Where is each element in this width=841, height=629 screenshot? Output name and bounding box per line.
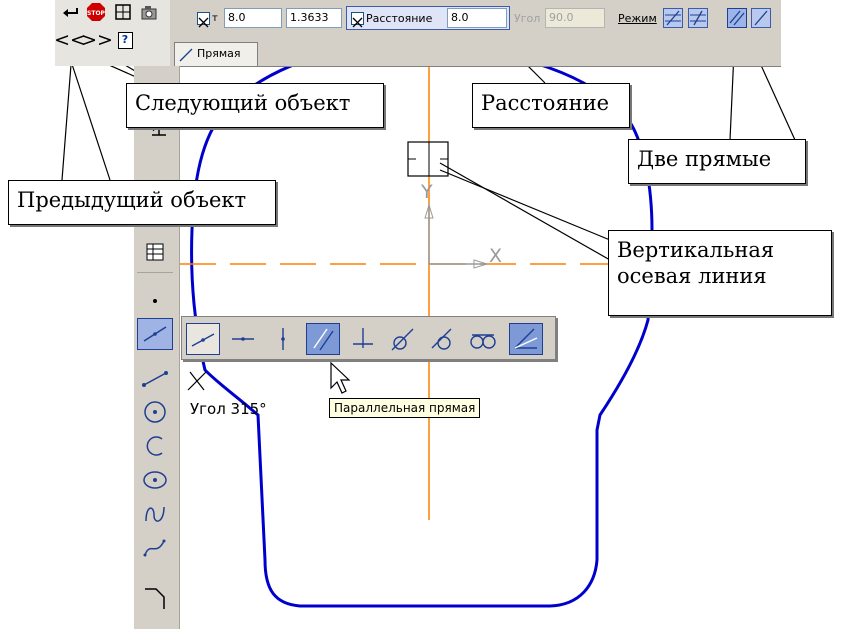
callout-vertical-axis: Вертикальная осевая линия (608, 230, 832, 316)
two-lines-button[interactable] (727, 8, 747, 28)
system-panel: STOP << >> ? (54, 0, 170, 66)
callout-distance: Расстояние (472, 83, 630, 128)
tangent-two-circles-icon[interactable] (466, 323, 500, 355)
y-axis-label: Y (420, 181, 433, 203)
line-sub-toolbar (181, 316, 556, 360)
callout-two-lines: Две прямые (628, 139, 806, 184)
circle-icon[interactable] (137, 396, 173, 428)
perpendicular-line-icon[interactable] (346, 323, 380, 355)
tab-line[interactable]: Прямая (174, 42, 258, 66)
angle-field[interactable]: 90.0 (545, 8, 605, 28)
callout-next-object: Следующий объект (126, 83, 384, 128)
one-line-button[interactable] (751, 8, 771, 28)
callout-vertical-axis-line1: Вертикальная (617, 238, 775, 262)
tooltip-parallel-line: Параллельная прямая (329, 398, 481, 418)
vertical-line-icon[interactable] (266, 323, 300, 355)
horizontal-line-icon[interactable] (226, 323, 260, 355)
t-value-field[interactable]: 8.0 (224, 8, 282, 28)
distance-label: Расстояние (366, 12, 433, 25)
distance-checkbox[interactable] (351, 12, 364, 28)
bisector-icon[interactable] (509, 323, 543, 355)
tab-line-label: Прямая (197, 47, 241, 60)
help-icon[interactable]: ? (115, 30, 135, 50)
point-icon[interactable] (137, 284, 173, 316)
spline-icon[interactable] (137, 498, 173, 530)
parameters-bar: т 8.0 1.3633 Расстояние 8.0 Угол 90.0 Ре… (170, 0, 781, 38)
line-icon (179, 48, 193, 62)
angle-readout: Угол 315° (190, 400, 267, 418)
snapshot-icon[interactable] (139, 2, 159, 22)
second-value-field[interactable]: 1.3633 (286, 8, 342, 28)
compact-toolbar (134, 66, 180, 629)
angle-label: Угол (514, 12, 541, 25)
mode-button-1[interactable] (663, 8, 683, 28)
mode-label: Режим (618, 12, 657, 25)
previous-object-icon[interactable]: << (54, 29, 86, 51)
svg-text:STOP: STOP (87, 10, 106, 17)
line-two-points-icon[interactable] (186, 323, 220, 355)
tangent-line-point-icon[interactable] (386, 323, 420, 355)
enter-icon[interactable] (60, 2, 80, 22)
t-checkbox[interactable] (197, 12, 210, 28)
mouse-cursor-icon (330, 362, 351, 394)
distance-field[interactable]: 8.0 (447, 8, 507, 28)
callout-vertical-axis-line2: осевая линия (617, 264, 767, 289)
tangent-line-curve-icon[interactable] (426, 323, 460, 355)
bezier-icon[interactable] (137, 532, 173, 564)
stop-icon[interactable]: STOP (86, 2, 106, 22)
next-object-icon[interactable]: >> (81, 29, 113, 51)
x-axis-label: X (489, 245, 502, 267)
t-label: т (212, 13, 218, 24)
callout-previous-object: Предыдущий объект (8, 180, 276, 225)
ellipse-icon[interactable] (137, 464, 173, 496)
arc-icon[interactable] (137, 430, 173, 462)
segment-icon[interactable] (137, 362, 173, 394)
table-icon[interactable] (137, 236, 173, 268)
parallel-line-icon[interactable] (306, 323, 340, 355)
mode-button-2[interactable] (688, 8, 708, 28)
tab-row (170, 37, 781, 67)
chamfer-icon[interactable] (137, 582, 173, 614)
auto-create-icon[interactable] (113, 2, 133, 22)
line-tool-icon[interactable] (137, 318, 173, 350)
